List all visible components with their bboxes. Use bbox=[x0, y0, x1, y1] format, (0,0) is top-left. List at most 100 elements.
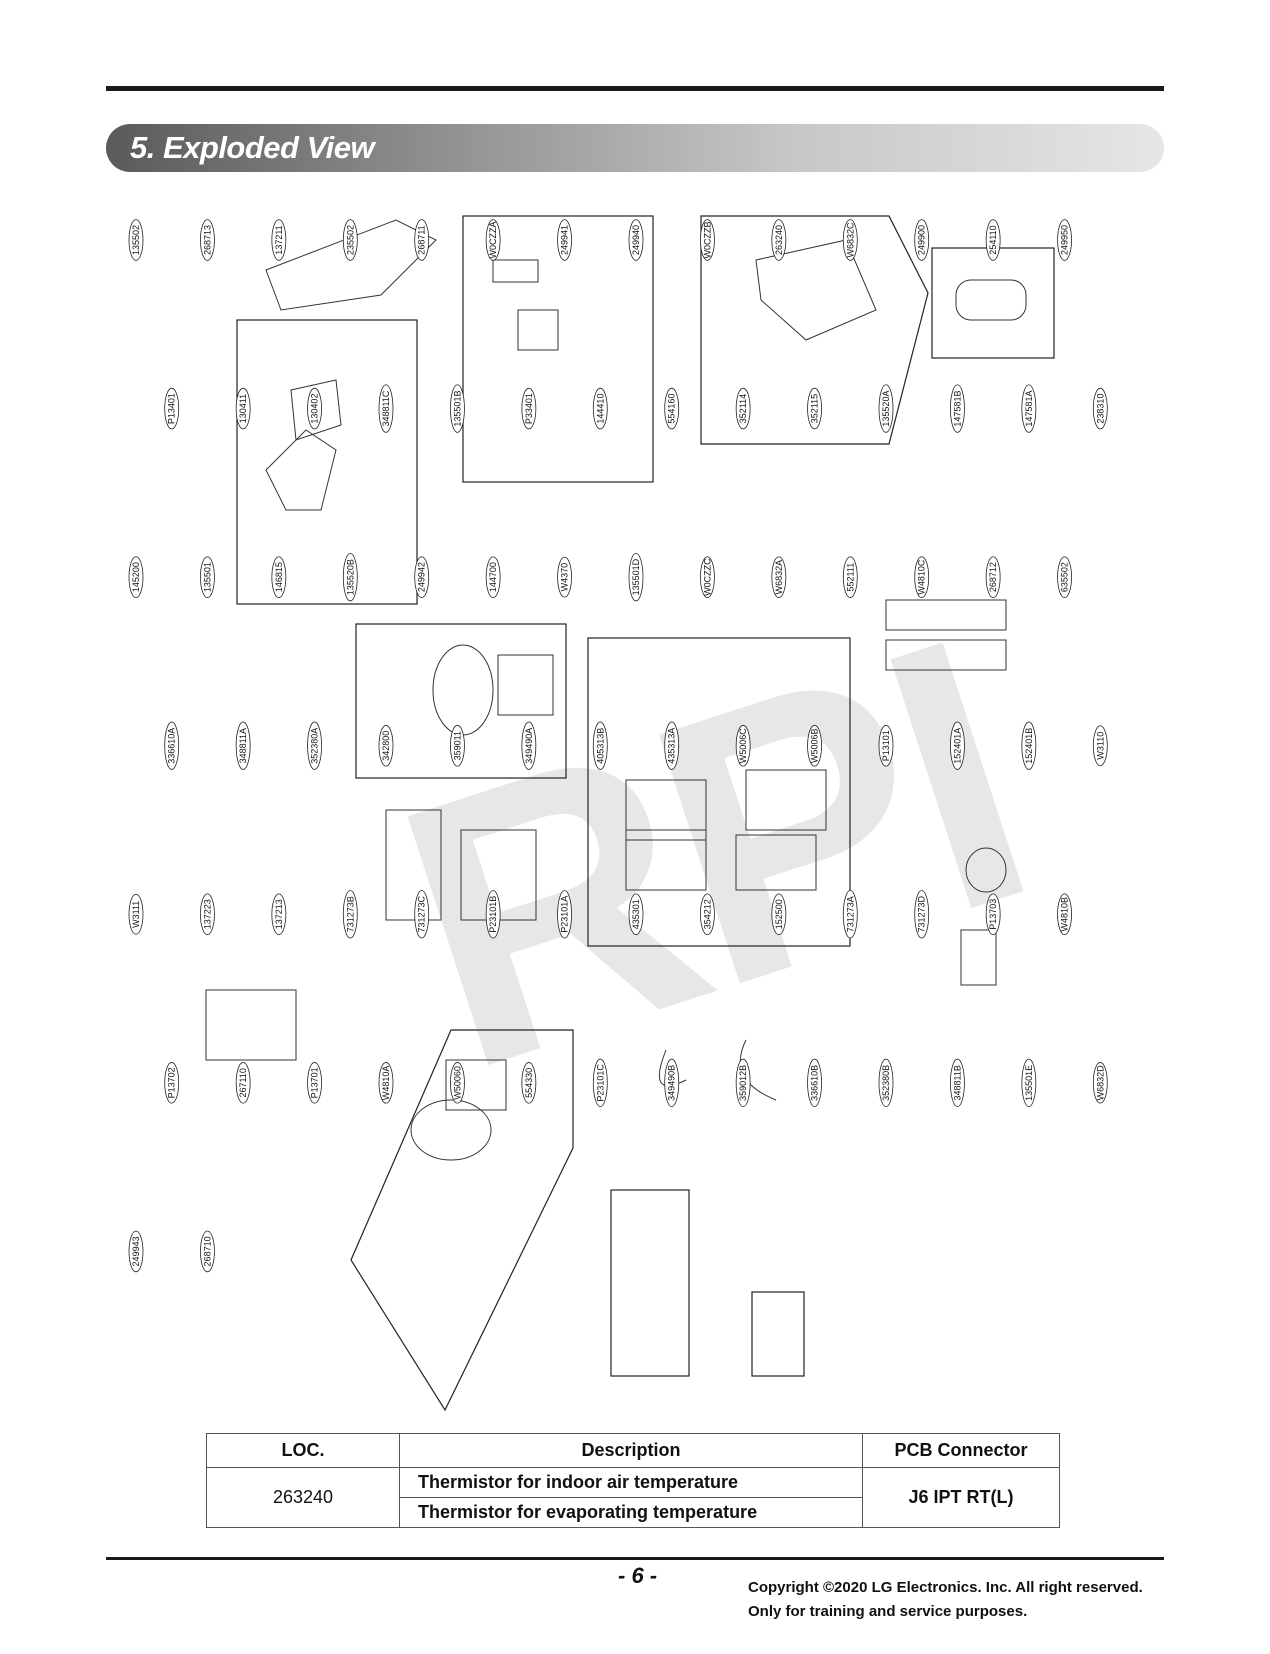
svg-text:731273D: 731273D bbox=[917, 896, 927, 933]
callout-P23101B: P23101B bbox=[485, 890, 501, 939]
callout-249942: 249942 bbox=[414, 556, 430, 598]
svg-text:554160: 554160 bbox=[667, 394, 677, 424]
svg-text:147581B: 147581B bbox=[952, 391, 962, 427]
callout-P13702: P13702 bbox=[164, 1062, 180, 1104]
callout-144410: 144410 bbox=[592, 387, 608, 430]
callout-342800: 342800 bbox=[378, 724, 394, 767]
connector-header: PCB Connector bbox=[862, 1433, 1060, 1468]
svg-text:268712: 268712 bbox=[988, 562, 998, 592]
callout-554160: 554160 bbox=[664, 387, 680, 430]
callout-348811B: 348811B bbox=[950, 1058, 965, 1108]
callout-P13401: P13401 bbox=[164, 387, 180, 430]
callout-238310: 238310 bbox=[1092, 387, 1108, 430]
svg-text:W0CZZA: W0CZZA bbox=[488, 222, 498, 259]
copyright: Copyright ©2020 LG Electronics. Inc. All… bbox=[748, 1576, 1143, 1624]
svg-text:731273B: 731273B bbox=[345, 896, 355, 932]
callout-W50060: W50060 bbox=[450, 1062, 465, 1104]
filter-c-part bbox=[625, 829, 707, 891]
callout-P23101C: P23101C bbox=[592, 1058, 608, 1108]
callout-W4810C: W4810C bbox=[914, 556, 930, 598]
svg-text:348811B: 348811B bbox=[952, 1065, 962, 1100]
svg-text:137223: 137223 bbox=[202, 899, 212, 929]
svg-text:P23101C: P23101C bbox=[595, 1064, 605, 1102]
svg-text:435301: 435301 bbox=[631, 899, 641, 929]
callout-W6832A: W6832A bbox=[771, 556, 787, 598]
svg-text:249943: 249943 bbox=[131, 1236, 141, 1266]
svg-text:144410: 144410 bbox=[595, 394, 605, 424]
svg-text:554330: 554330 bbox=[524, 1068, 534, 1098]
callout-731273C: 731273C bbox=[414, 890, 430, 939]
compressor-part bbox=[955, 279, 1027, 321]
fan-wheel-part bbox=[432, 644, 494, 736]
group-box-control bbox=[462, 215, 654, 483]
svg-text:352380A: 352380A bbox=[310, 728, 320, 764]
svg-text:W6832A: W6832A bbox=[774, 560, 784, 595]
callout-435301: 435301 bbox=[628, 893, 644, 936]
svg-text:135520B: 135520B bbox=[345, 559, 355, 595]
callout-W3111: W3111 bbox=[128, 893, 144, 935]
group-box-front-panel bbox=[236, 319, 418, 605]
svg-text:731273C: 731273C bbox=[417, 896, 427, 933]
callout-W4810B: W4810B bbox=[1057, 893, 1072, 936]
bottom-rule bbox=[106, 1557, 1164, 1560]
group-box-compressor bbox=[931, 247, 1055, 359]
callout-249943: 249943 bbox=[128, 1230, 144, 1273]
callout-359011: 359011 bbox=[450, 724, 465, 767]
svg-text:135501E: 135501E bbox=[1024, 1065, 1034, 1101]
svg-text:263240: 263240 bbox=[774, 225, 784, 255]
callout-135520A: 135520A bbox=[878, 384, 894, 433]
rear-panel-part bbox=[885, 639, 1007, 671]
group-box-blower bbox=[350, 1029, 574, 1412]
svg-text:731273A: 731273A bbox=[845, 896, 855, 932]
group-box-chassis bbox=[700, 215, 929, 445]
callout-W4810A: W4810A bbox=[378, 1062, 394, 1104]
copyright-line-1: Copyright ©2020 LG Electronics. Inc. All… bbox=[748, 1579, 1143, 1596]
callout-152401B: 152401B bbox=[1021, 721, 1037, 770]
callout-152500: 152500 bbox=[771, 893, 787, 936]
svg-text:152500: 152500 bbox=[774, 899, 784, 929]
rear-cover-part bbox=[885, 599, 1007, 631]
svg-text:336610B: 336610B bbox=[810, 1065, 820, 1101]
svg-text:268713: 268713 bbox=[202, 225, 212, 255]
callout-235502: 235502 bbox=[342, 219, 358, 261]
callout-268712: 268712 bbox=[985, 556, 1001, 598]
svg-text:336610A: 336610A bbox=[167, 728, 177, 764]
callout-135501E: 135501E bbox=[1021, 1058, 1037, 1108]
callout-W6832C: W6832C bbox=[842, 219, 858, 261]
svg-text:P33401: P33401 bbox=[524, 393, 534, 424]
svg-text:359012B: 359012B bbox=[738, 1065, 748, 1101]
svg-text:238310: 238310 bbox=[1095, 394, 1105, 424]
callout-354212: 354212 bbox=[700, 893, 715, 936]
svg-text:552111: 552111 bbox=[845, 563, 855, 592]
callout-552111: 552111 bbox=[842, 556, 858, 598]
svg-text:145200: 145200 bbox=[131, 562, 141, 592]
svg-text:352380B: 352380B bbox=[881, 1065, 891, 1101]
front-panel-part bbox=[265, 429, 337, 511]
svg-text:249941: 249941 bbox=[560, 225, 570, 255]
svg-text:135502: 135502 bbox=[131, 225, 141, 255]
group-box-filters bbox=[587, 637, 851, 947]
callout-135520B: 135520B bbox=[342, 552, 358, 602]
callout-130411: 130411 bbox=[235, 387, 251, 430]
callout-268711: 268711 bbox=[414, 219, 430, 261]
callout-137213: 137213 bbox=[271, 893, 287, 936]
callout-731273A: 731273A bbox=[842, 890, 858, 939]
callout-249900: 249900 bbox=[914, 219, 930, 261]
svg-text:254110: 254110 bbox=[988, 225, 998, 254]
svg-text:130402: 130402 bbox=[310, 394, 320, 424]
callout-135501B: 135501B bbox=[450, 384, 465, 433]
description-header: Description bbox=[399, 1433, 863, 1468]
blower-wheel-part bbox=[410, 1099, 492, 1161]
svg-text:635502: 635502 bbox=[1060, 562, 1070, 592]
svg-text:152401A: 152401A bbox=[952, 728, 962, 764]
svg-text:P13701: P13701 bbox=[310, 1067, 320, 1098]
callout-405313B: 405313B bbox=[592, 721, 608, 770]
callout-135502: 135502 bbox=[128, 219, 144, 261]
callout-263240: 263240 bbox=[771, 219, 787, 261]
callout-349490A: 349490A bbox=[521, 721, 537, 770]
svg-text:152401B: 152401B bbox=[1024, 728, 1034, 764]
svg-text:267110: 267110 bbox=[238, 1068, 248, 1097]
svg-text:249900: 249900 bbox=[917, 225, 927, 255]
evaporator-part bbox=[385, 809, 442, 921]
